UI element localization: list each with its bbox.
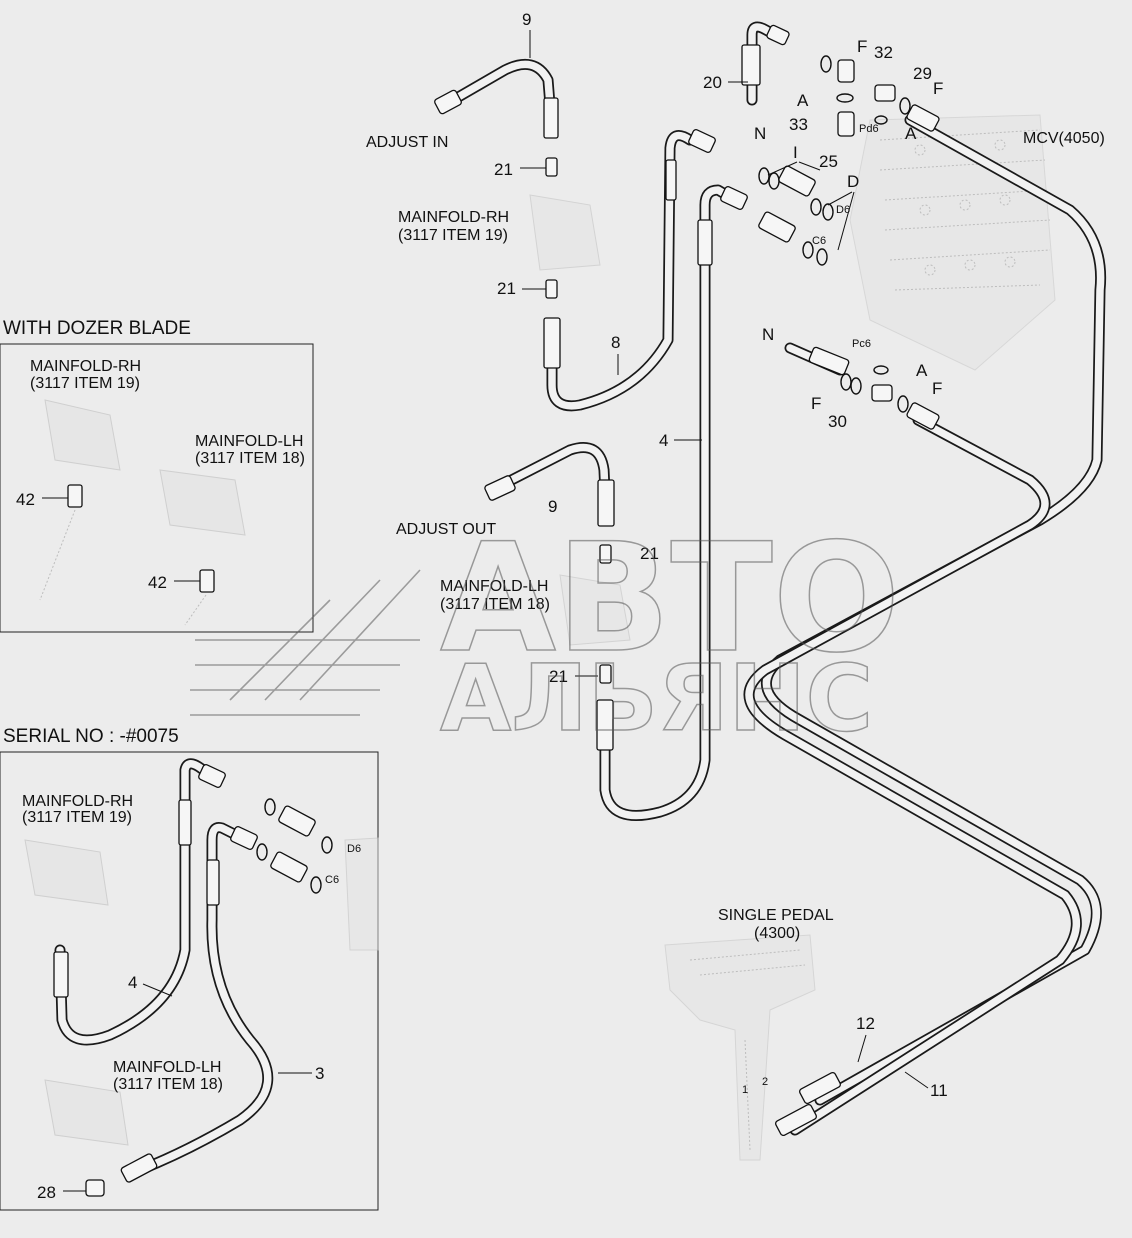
callout-42-a: 42 [16, 490, 35, 509]
port-c6: C6 [812, 235, 826, 247]
watermark-line2: АЛЬЯНС [440, 645, 873, 752]
item19-label: (3117 ITEM 19) [398, 227, 508, 244]
fitting-group [434, 24, 940, 1137]
mainfold-rh-label: MAINFOLD-RH [398, 209, 509, 226]
mcv-block-ghost [849, 114, 1056, 371]
callout-33: 33 [789, 115, 808, 134]
inset2-item18: (3117 ITEM 18) [113, 1076, 223, 1093]
callout-20: 20 [703, 73, 722, 92]
callout-25: 25 [819, 152, 838, 171]
callout-a-33: A [797, 91, 809, 110]
inset1-mainfold-lh: MAINFOLD-LH [195, 433, 303, 450]
callout-32: 32 [874, 43, 893, 62]
port-pc6: Pc6 [852, 338, 871, 350]
callout-f-29: F [933, 79, 943, 98]
callout-4: 4 [659, 431, 668, 450]
port-2: 2 [762, 1076, 768, 1088]
watermark-logo: АВТО АЛЬЯНС [190, 511, 901, 753]
hose-9-upper [442, 58, 558, 136]
hose-20 [746, 21, 786, 106]
callout-f-30l: F [811, 394, 821, 413]
callout-a-30: A [916, 361, 928, 380]
hose-4 [599, 184, 741, 821]
callout-42-b: 42 [148, 573, 167, 592]
inset2-item19: (3117 ITEM 19) [22, 809, 132, 826]
item18-label: (3117 ITEM 18) [440, 596, 550, 613]
callout-i: I [793, 143, 798, 162]
mcv-label: MCV(4050) [1023, 130, 1105, 147]
callout-21-d: 21 [549, 667, 568, 686]
callout-n-mid: N [762, 325, 774, 344]
hose-11 [743, 414, 1082, 1136]
callout-f-30r: F [932, 379, 942, 398]
inset1-mainfold-rh: MAINFOLD-RH [30, 358, 141, 375]
callout-a-29: A [905, 124, 917, 143]
callout-d: D [847, 172, 859, 191]
inset1-item19: (3117 ITEM 19) [30, 375, 140, 392]
watermark-line1: АВТО [440, 512, 900, 686]
inset1-item18: (3117 ITEM 18) [195, 450, 305, 467]
callout-9-lower: 9 [548, 497, 557, 516]
callout-29: 29 [913, 64, 932, 83]
callout-21-a: 21 [494, 160, 513, 179]
inset2-port-c6: C6 [325, 874, 339, 886]
callout-f-32: F [857, 37, 867, 56]
dozer-blade-inset: WITH DOZER BLADE MAINFOLD-RH (3117 ITEM … [0, 318, 314, 633]
hose-9-lower [486, 442, 612, 521]
callout-8: 8 [611, 333, 620, 352]
callout-11: 11 [930, 1081, 948, 1100]
callout-3: 3 [315, 1064, 324, 1083]
callout-4-inset: 4 [128, 973, 137, 992]
serial-title: SERIAL NO : -#0075 [3, 726, 179, 747]
inset2-port-d6: D6 [347, 843, 361, 855]
callout-n-top: N [754, 124, 766, 143]
port-1: 1 [742, 1084, 748, 1096]
callout-9-upper: 9 [522, 10, 531, 29]
port-d6: D6 [836, 204, 850, 216]
callout-21-c: 21 [640, 544, 659, 563]
inset2-mainfold-rh: MAINFOLD-RH [22, 793, 133, 810]
serial-hose-4 [54, 758, 216, 1046]
callout-30: 30 [828, 412, 847, 431]
hose-8 [546, 130, 696, 412]
manifold-rh-ghost [529, 194, 601, 271]
inset2-mainfold-lh: MAINFOLD-LH [113, 1059, 221, 1076]
pedal-code-label: (4300) [754, 925, 800, 942]
dozer-blade-title: WITH DOZER BLADE [3, 318, 191, 339]
callout-12: 12 [856, 1014, 875, 1033]
manifold-lh-ghost [559, 574, 631, 646]
single-pedal-ghost [664, 934, 816, 1161]
adjust-out-label: ADJUST OUT [396, 521, 496, 538]
callout-21-b: 21 [497, 279, 516, 298]
port-pd6: Pd6 [859, 123, 879, 135]
serial-hose-3 [134, 822, 274, 1176]
serial-inset: SERIAL NO : -#0075 MAINFOLD-RH (3117 ITE… [0, 726, 379, 1211]
single-pedal-label: SINGLE PEDAL [718, 907, 834, 924]
mainfold-lh-label: MAINFOLD-LH [440, 578, 548, 595]
adjust-in-label: ADJUST IN [366, 134, 448, 151]
main-labels: 9 ADJUST IN 21 MAINFOLD-RH (3117 ITEM 19… [366, 10, 1105, 1100]
callout-28: 28 [37, 1183, 56, 1202]
